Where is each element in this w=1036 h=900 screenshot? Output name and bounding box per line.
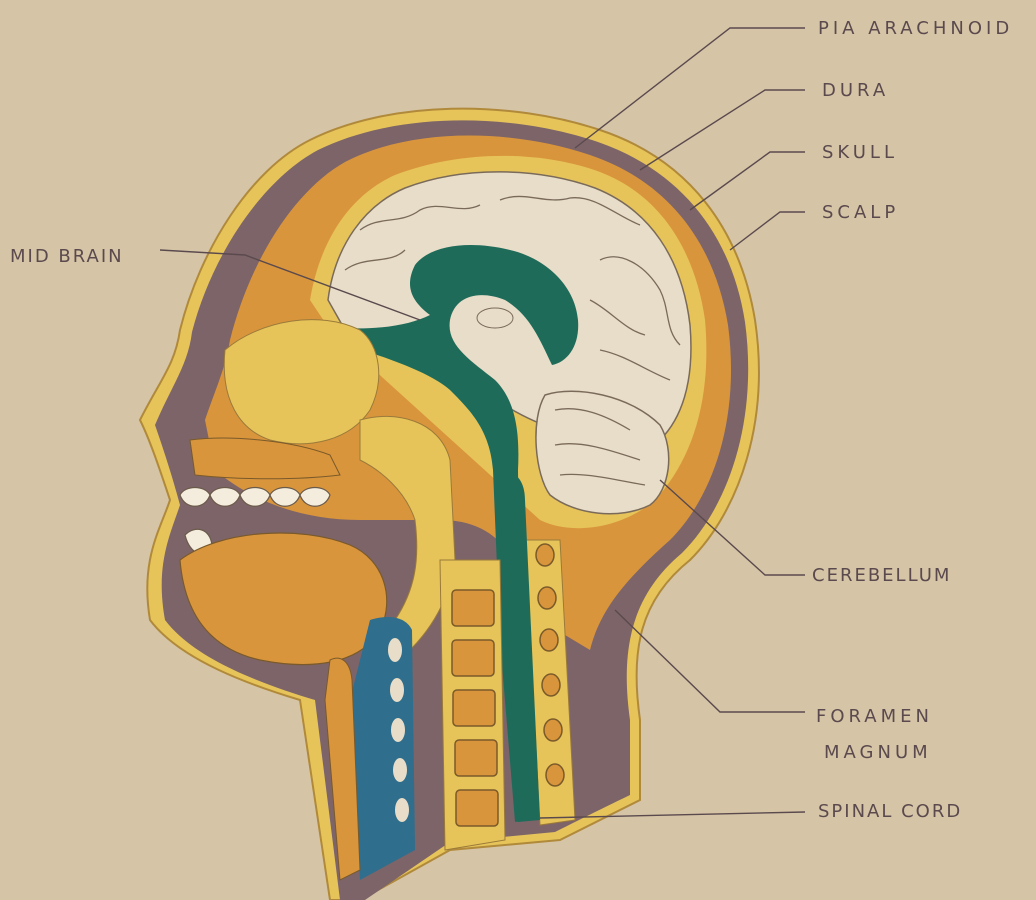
label-mid-brain: MID BRAIN <box>10 246 124 267</box>
label-skull: SKULL <box>822 142 898 163</box>
label-dura: DURA <box>822 80 889 101</box>
label-pia-arachnoid: PIA ARACHNOID <box>818 18 1013 39</box>
label-cerebellum: CEREBELLUM <box>812 565 951 586</box>
label-spinal-cord: SPINAL CORD <box>818 801 962 822</box>
label-scalp: SCALP <box>822 202 899 223</box>
nasal-sinuses <box>224 320 378 444</box>
vertebrae <box>452 590 498 826</box>
label-magnum: MAGNUM <box>824 742 932 763</box>
third-ventricle-gap <box>477 308 513 328</box>
label-foramen: FORAMEN <box>816 706 933 727</box>
